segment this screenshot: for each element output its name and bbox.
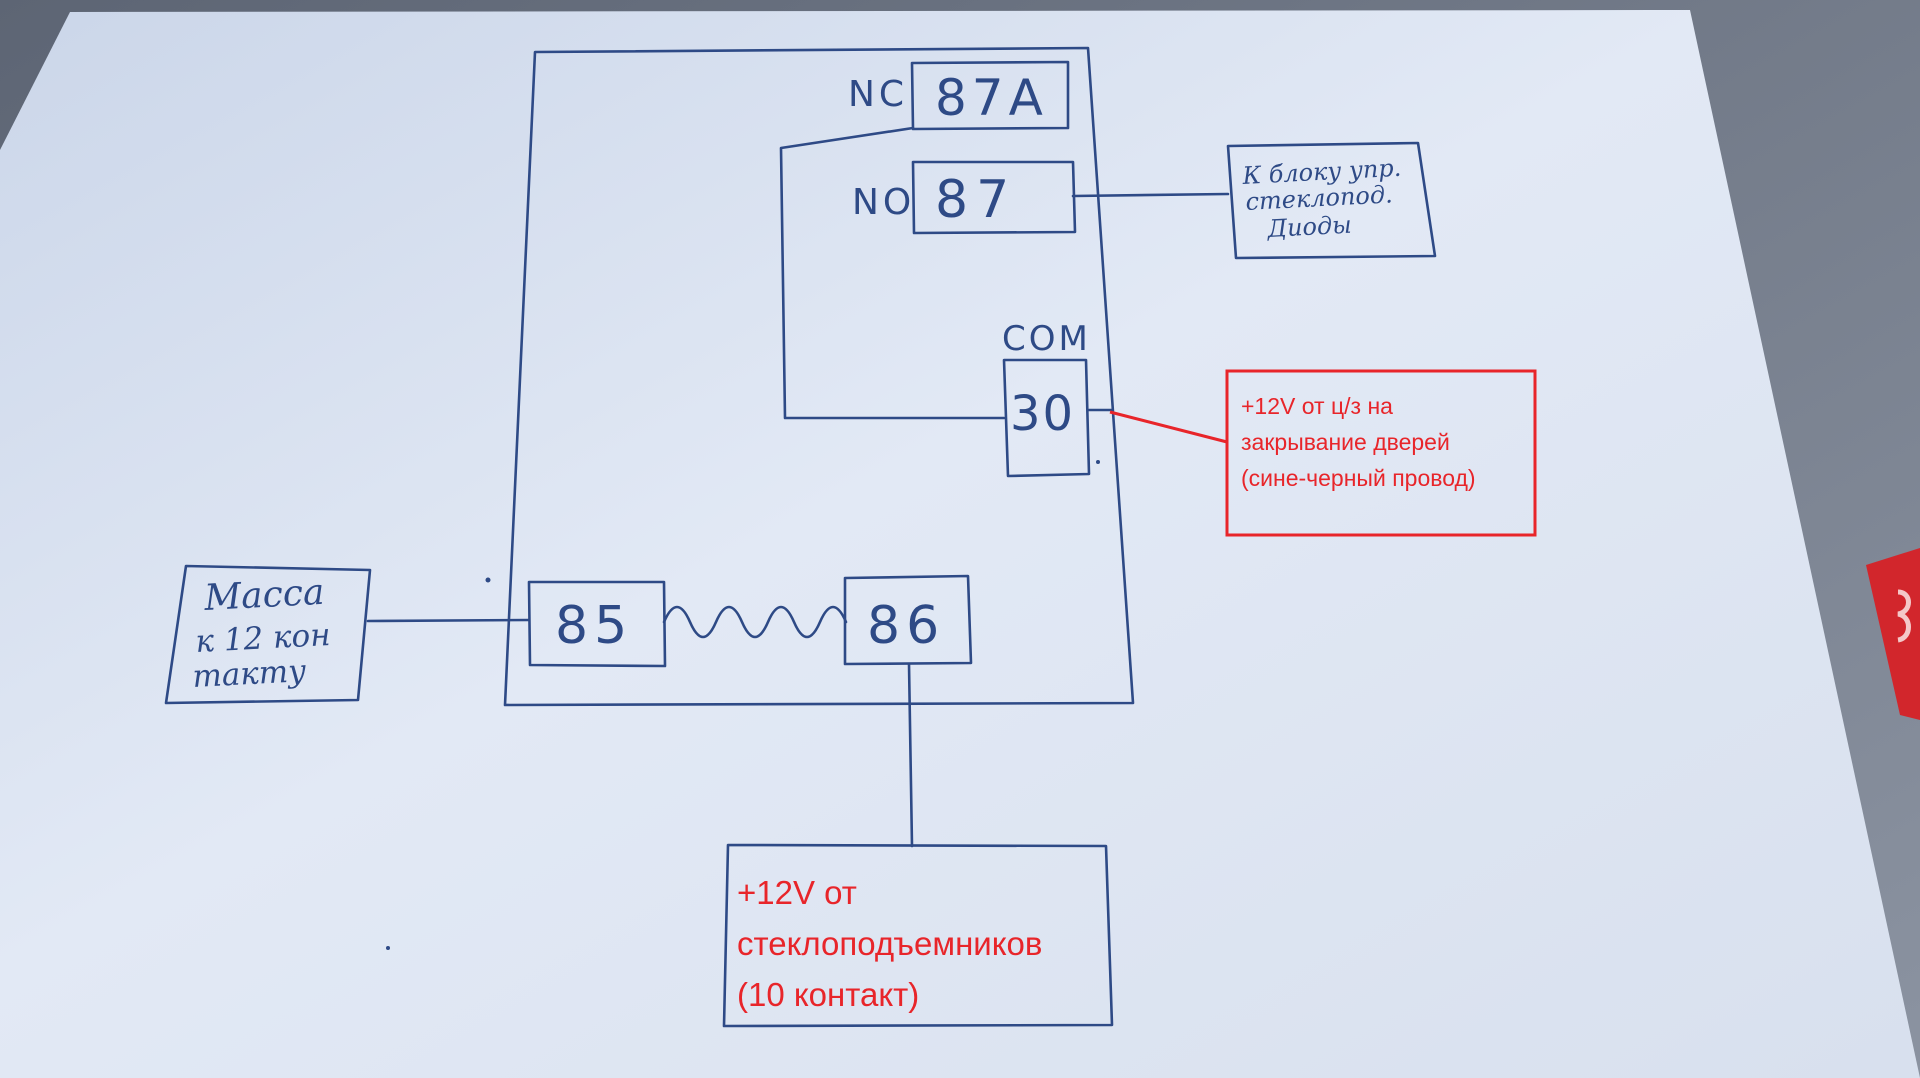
paper-sheet bbox=[0, 10, 1920, 1078]
lifters-line-1: +12V от bbox=[737, 874, 857, 911]
wire-86-to-lifters bbox=[907, 662, 914, 848]
no-label: NO bbox=[852, 182, 915, 223]
com-label: COM bbox=[1002, 319, 1091, 359]
ground-line-3: такту bbox=[192, 653, 308, 695]
wire-85-to-ground bbox=[366, 618, 531, 623]
door-lock-line-3: (сине-черный провод) bbox=[1241, 465, 1476, 491]
ground-line-1: Масса bbox=[202, 572, 325, 619]
pin-87a-box bbox=[910, 60, 1070, 131]
ground-box bbox=[164, 564, 372, 705]
wire-87-to-window-unit bbox=[1071, 192, 1230, 198]
ink-dot bbox=[485, 577, 491, 583]
ground-line-2: к 12 кон bbox=[195, 617, 332, 660]
red-object-mark bbox=[1897, 589, 1911, 643]
pin-30-box bbox=[1002, 358, 1091, 478]
nc-label: NC bbox=[848, 74, 908, 115]
lifters-box bbox=[722, 843, 1114, 1028]
door-lock-annotation-box bbox=[1225, 369, 1537, 537]
ink-dot bbox=[1096, 460, 1100, 464]
door-lock-line-2: закрывание дверей bbox=[1241, 429, 1450, 455]
window-unit-line-3: Диоды bbox=[1266, 211, 1353, 243]
ink-dot bbox=[386, 946, 390, 950]
pin-85-label: 85 bbox=[555, 596, 633, 656]
lifters-line-3: (10 контакт) bbox=[737, 976, 919, 1013]
door-lock-line-1: +12V от ц/з на bbox=[1241, 393, 1393, 419]
window-unit-box bbox=[1226, 141, 1437, 260]
contact-wire bbox=[779, 126, 1006, 420]
pin-87a-label: 87A bbox=[935, 69, 1048, 127]
pin-30-label: 30 bbox=[1010, 386, 1075, 442]
pin-87-label: 87 bbox=[935, 170, 1017, 230]
pin-87-box bbox=[911, 160, 1077, 235]
door-lock-pointer bbox=[1109, 410, 1228, 444]
relay-outline bbox=[503, 46, 1135, 707]
red-object bbox=[1866, 548, 1920, 720]
lifters-line-2: стеклоподъемников bbox=[737, 925, 1042, 962]
ink-drawing bbox=[164, 46, 1437, 1028]
relay-coil bbox=[662, 605, 848, 639]
pin-86-box bbox=[843, 574, 973, 666]
pin-86-label: 86 bbox=[867, 596, 945, 656]
pin-85-box bbox=[527, 580, 667, 668]
